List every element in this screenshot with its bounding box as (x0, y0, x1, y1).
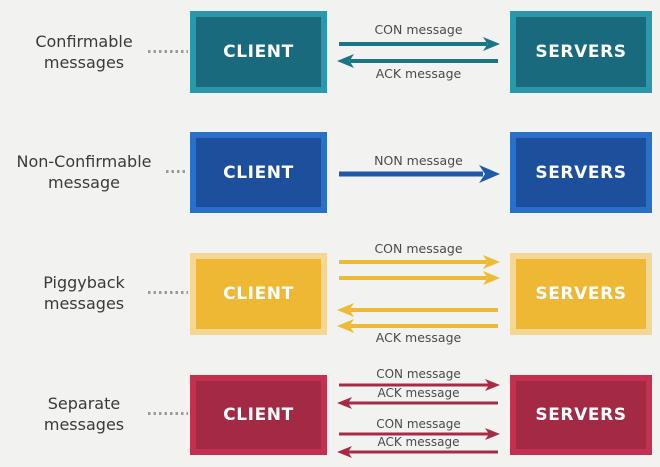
con-message-label: CON message (374, 241, 463, 256)
ack-message-label: ACK message (375, 330, 462, 345)
client-box-non-confirmable: CLIENT (190, 132, 327, 213)
arrow-ack-left (337, 54, 498, 68)
row-label-line2: message (48, 173, 120, 192)
arrow-con-right-1 (339, 255, 500, 269)
client-box-piggyback: CLIENT (190, 253, 327, 335)
row-label-piggyback: Piggyback messages (2, 272, 166, 314)
arrow-non-right (339, 165, 500, 183)
row-label-separate: Separate messages (2, 393, 166, 435)
con-message-label-1: CON message (376, 367, 461, 381)
servers-box-label: SERVERS (535, 405, 627, 425)
arrow-ack-left-2 (337, 319, 498, 333)
row-label-line1: Confirmable (35, 32, 133, 51)
arrow-con-right (339, 37, 500, 51)
servers-box-separate: SERVERS (510, 375, 652, 455)
row-label-line2: messages (43, 415, 125, 434)
dotted-connector (148, 412, 188, 415)
non-message-label: NON message (374, 153, 463, 168)
arrow-con-right-1 (339, 379, 500, 391)
arrow-ack-left-2 (337, 446, 498, 458)
servers-box-confirmable: SERVERS (510, 11, 652, 93)
client-box-label: CLIENT (223, 42, 294, 62)
dotted-connector (148, 291, 188, 294)
arrow-ack-left-1 (337, 303, 498, 317)
client-box-label: CLIENT (223, 405, 294, 425)
row-label-line1: Non-Confirmable (16, 152, 152, 171)
con-message-label: CON message (374, 22, 463, 37)
servers-box-label: SERVERS (535, 284, 627, 304)
client-box-separate: CLIENT (190, 375, 327, 455)
servers-box-label: SERVERS (535, 42, 627, 62)
ack-message-label-2: ACK message (377, 435, 460, 449)
row-label-line1: Piggyback (43, 273, 125, 292)
row-label-confirmable: Confirmable messages (2, 31, 166, 73)
servers-box-non-confirmable: SERVERS (510, 132, 652, 213)
row-label-line1: Separate (47, 394, 121, 413)
ack-message-label-1: ACK message (377, 386, 460, 400)
servers-box-label: SERVERS (535, 162, 627, 183)
ack-message-label: ACK message (375, 66, 462, 81)
client-box-label: CLIENT (223, 162, 294, 183)
row-label-line2: messages (43, 294, 125, 313)
con-message-label-2: CON message (376, 417, 461, 431)
servers-box-piggyback: SERVERS (510, 253, 652, 335)
client-box-confirmable: CLIENT (190, 11, 327, 93)
row-label-non-confirmable: Non-Confirmable message (2, 151, 166, 193)
dotted-connector (148, 50, 188, 53)
arrow-con-right-2 (339, 271, 500, 285)
client-box-label: CLIENT (223, 284, 294, 304)
arrow-con-right-2 (339, 428, 500, 440)
row-label-line2: messages (43, 53, 125, 72)
dotted-connector (166, 170, 188, 173)
arrow-ack-left-1 (337, 397, 498, 409)
